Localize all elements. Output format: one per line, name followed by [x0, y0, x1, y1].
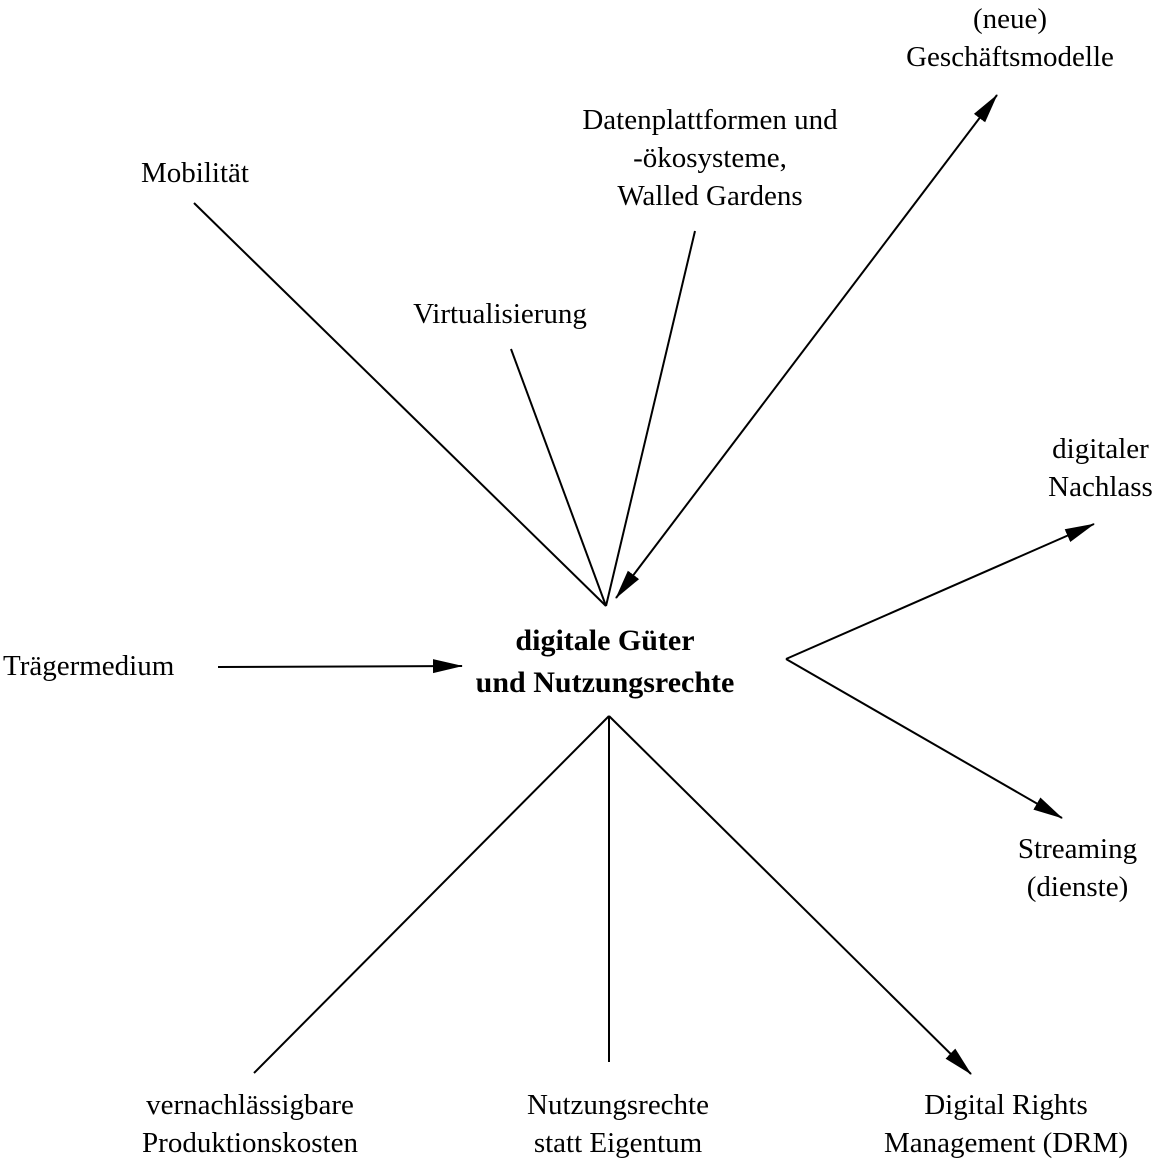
- node-datenplattformen-line1: Datenplattformen und: [582, 104, 838, 136]
- node-nachlass: digitaler Nachlass: [1033, 430, 1168, 506]
- arrow-nachlass: [785, 523, 1095, 660]
- node-streaming-line1: Streaming: [1017, 833, 1138, 865]
- node-streaming: Streaming (dienste): [995, 830, 1160, 906]
- node-geschaeftsmodelle-line2: Geschäftsmodelle: [906, 41, 1114, 73]
- node-datenplattformen-line3: Walled Gardens: [617, 180, 803, 212]
- connector-mobilitaet: [193, 202, 607, 607]
- node-produktionskosten-line2: Produktionskosten: [142, 1127, 358, 1159]
- node-mobilitaet-line1: Mobilität: [141, 157, 249, 189]
- node-nutzungsrechte-line2: statt Eigentum: [533, 1127, 703, 1159]
- node-nachlass-line1: digitaler: [1052, 433, 1149, 465]
- node-traegermedium-line1: Trägermedium: [3, 650, 175, 682]
- center-label-line2: und Nutzungsrechte: [475, 666, 735, 699]
- node-drm-line1: Digital Rights: [924, 1089, 1088, 1121]
- arrow-streaming: [785, 658, 1063, 819]
- arrow-traegermedium: [217, 659, 463, 674]
- center-label-line1: digitale Güter: [515, 624, 695, 657]
- node-drm: Digital Rights Management (DRM): [860, 1086, 1152, 1162]
- node-virtualisierung: Virtualisierung: [385, 295, 615, 333]
- node-virtualisierung-line1: Virtualisierung: [413, 298, 587, 330]
- arrow-geschaeftsmodelle: [615, 94, 998, 599]
- node-nachlass-line2: Nachlass: [1048, 471, 1153, 503]
- connector-virtualisierung: [510, 348, 607, 607]
- node-geschaeftsmodelle: (neue) Geschäftsmodelle: [870, 0, 1150, 76]
- connector-datenplattformen: [605, 230, 696, 607]
- node-produktionskosten: vernachlässigbare Produktionskosten: [110, 1086, 390, 1162]
- node-datenplattformen-line2: -ökosysteme,: [633, 142, 787, 174]
- node-nutzungsrechte: Nutzungsrechte statt Eigentum: [488, 1086, 748, 1162]
- node-mobilitaet: Mobilität: [110, 154, 280, 192]
- node-datenplattformen: Datenplattformen und -ökosysteme, Walled…: [555, 101, 865, 215]
- arrow-drm: [608, 715, 972, 1075]
- center-label: digitale Güter und Nutzungsrechte: [455, 620, 755, 704]
- node-geschaeftsmodelle-line1: (neue): [972, 3, 1048, 35]
- node-nutzungsrechte-line1: Nutzungsrechte: [527, 1089, 709, 1121]
- connector-produktionskosten: [253, 715, 610, 1074]
- node-streaming-line2: (dienste): [1026, 871, 1129, 903]
- node-drm-line2: Management (DRM): [883, 1127, 1129, 1159]
- node-traegermedium: Trägermedium: [3, 647, 213, 685]
- node-produktionskosten-line1: vernachlässigbare: [146, 1089, 354, 1121]
